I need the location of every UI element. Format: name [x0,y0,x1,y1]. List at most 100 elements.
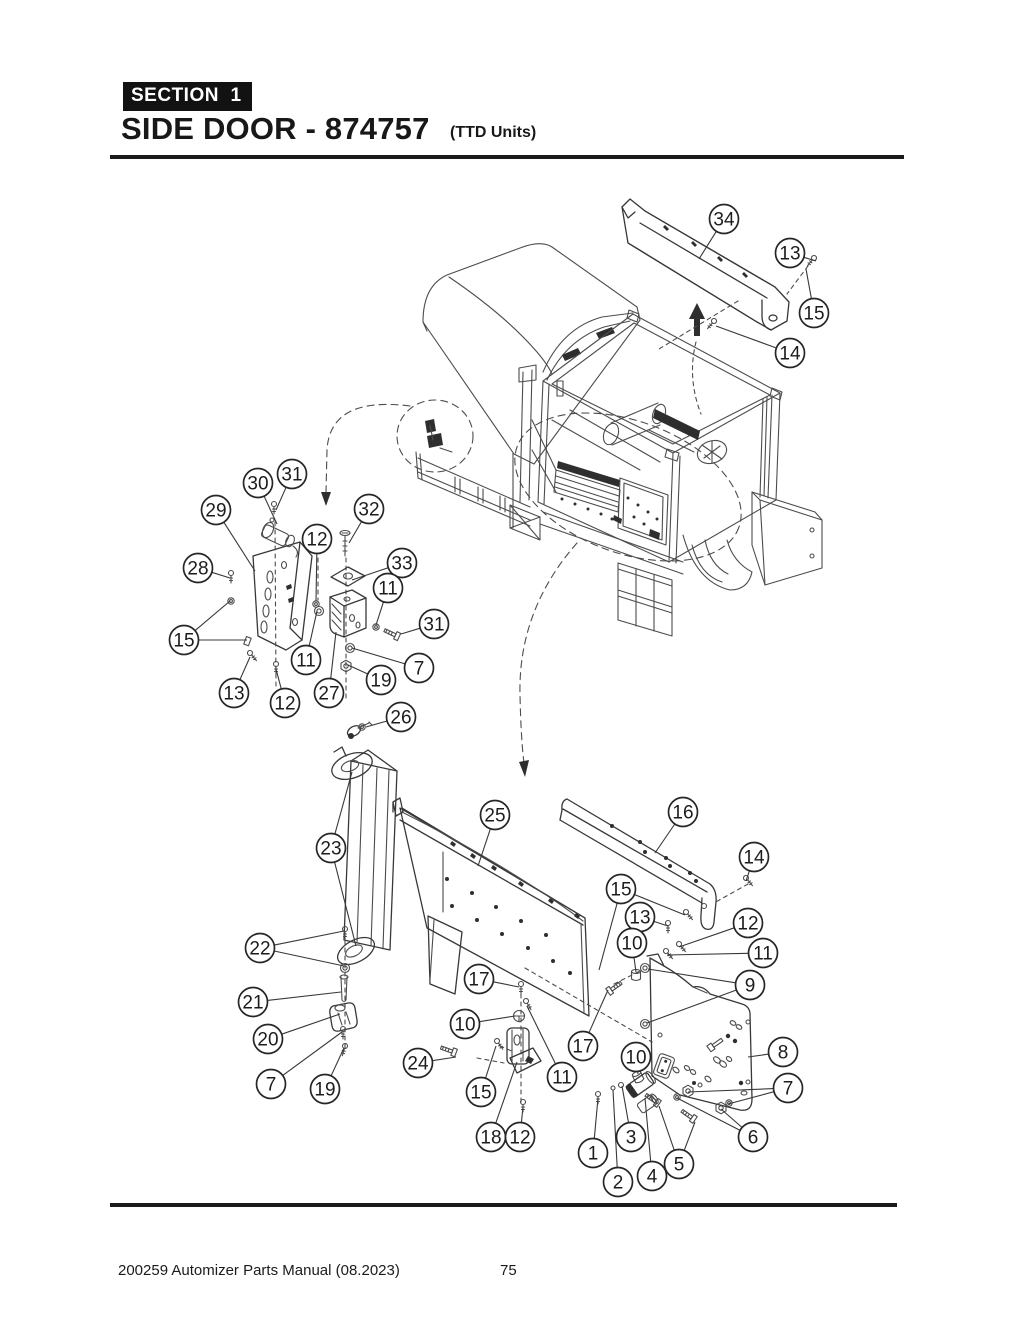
callout-leader [263,495,278,525]
callout-16: 16 [667,796,699,828]
callout-leader [633,957,637,973]
svg-text:11: 11 [378,579,398,600]
callout-10: 10 [616,927,648,959]
callout-18: 18 [475,1121,507,1153]
svg-text:11: 11 [552,1068,572,1089]
svg-text:32: 32 [358,500,379,521]
svg-text:24: 24 [407,1054,429,1075]
machine-body-drawing [415,243,823,637]
callout-11: 11 [747,937,779,969]
callout-20: 20 [252,1023,284,1055]
callout-leader [239,656,251,680]
footer-rule [110,1203,897,1207]
svg-text:12: 12 [737,914,758,935]
callout-leader [621,1085,630,1123]
callout-leader [678,927,735,948]
callout-15: 15 [798,297,830,329]
callout-11: 11 [290,644,322,676]
callout-32: 32 [353,493,385,525]
callout-leader [334,861,357,947]
callout-leader [598,902,618,971]
svg-text:31: 31 [423,615,444,636]
callout-leader [666,952,749,956]
svg-text:18: 18 [480,1128,501,1149]
callout-leader [211,571,231,579]
callout-leader [526,1005,557,1065]
callout-4: 4 [636,1160,668,1192]
callout-leader [612,1089,618,1168]
svg-text:27: 27 [318,684,339,705]
callout-leader [194,600,231,632]
callout-13: 13 [218,677,250,709]
callout-leader [281,1013,341,1035]
svg-text:4: 4 [647,1167,658,1188]
svg-text:17: 17 [468,970,489,991]
callout-leader [520,1106,524,1123]
callout-leader [715,325,777,349]
svg-text:15: 15 [470,1083,491,1104]
callout-1: 1 [577,1137,609,1169]
callout-30: 30 [242,467,274,499]
svg-text:34: 34 [713,210,735,231]
callout-21: 21 [237,986,269,1018]
page-title: SIDE DOOR - 874757 [121,111,430,146]
callout-19: 19 [365,664,397,696]
callout-7: 7 [255,1068,287,1100]
callout-leader [654,823,676,854]
svg-text:19: 19 [314,1080,335,1101]
callout-leader [493,981,520,988]
up-arrow [689,303,705,415]
svg-text:13: 13 [779,244,800,265]
callout-19: 19 [309,1073,341,1105]
callout-17: 17 [567,1030,599,1062]
callout-2: 2 [602,1166,634,1198]
callout-7: 7 [772,1072,804,1104]
svg-text:33: 33 [391,554,412,575]
callout-34: 34 [708,203,740,235]
svg-text:31: 31 [281,465,302,486]
callout-12: 12 [301,523,333,555]
callout-13: 13 [774,237,806,269]
callout-11: 11 [546,1061,578,1093]
callout-leader [275,487,287,511]
callout-leader [805,268,812,299]
svg-text:15: 15 [610,880,631,901]
svg-text:29: 29 [205,501,226,522]
svg-text:10: 10 [454,1015,475,1036]
detail-circle-left [396,399,474,473]
svg-text:28: 28 [187,559,208,580]
svg-text:5: 5 [674,1155,685,1176]
callout-15: 15 [168,624,200,656]
svg-text:19: 19 [370,671,391,692]
detail-arrow-left [321,403,411,506]
callout-leader [588,989,609,1034]
callout-leader [484,1045,497,1079]
callout-17: 17 [463,963,495,995]
svg-text:8: 8 [778,1043,789,1064]
callout-12: 12 [269,687,301,719]
callout-leader [747,1053,769,1058]
callout-leader [351,567,389,581]
callout-leader [315,553,318,602]
svg-text:25: 25 [484,806,505,827]
callout-11: 11 [372,572,404,604]
callout-leader [653,920,669,927]
callout-3: 3 [615,1121,647,1153]
svg-text:15: 15 [803,304,824,325]
callout-14: 14 [738,841,770,873]
callout-leader [348,521,363,544]
callout-leader [698,231,717,260]
page-subtitle: (TTD Units) [450,124,537,141]
callout-leader [676,1097,741,1131]
callout-13: 13 [624,901,656,933]
svg-text:13: 13 [629,908,650,929]
callout-leader [334,771,353,835]
svg-text:1: 1 [588,1144,599,1165]
svg-text:7: 7 [414,659,425,680]
callout-12: 12 [732,907,764,939]
callout-leader [365,720,388,728]
svg-text:16: 16 [672,803,693,824]
svg-text:12: 12 [509,1128,530,1149]
